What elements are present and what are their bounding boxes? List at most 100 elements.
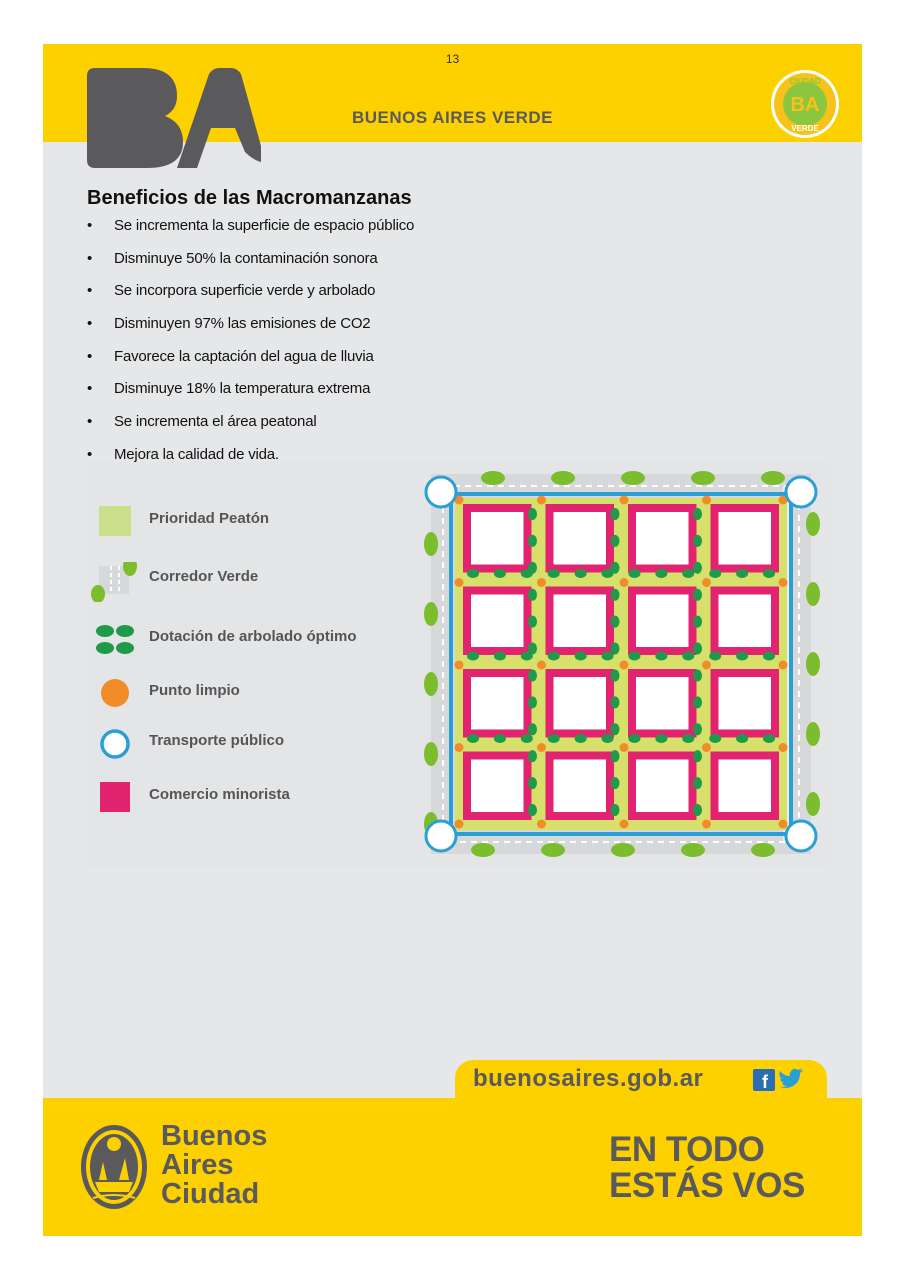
block-interior xyxy=(471,594,524,647)
retail-icon xyxy=(100,782,130,812)
tree xyxy=(693,777,702,790)
tree xyxy=(610,777,620,790)
block-interior xyxy=(471,677,524,730)
tree xyxy=(528,669,537,682)
block-interior xyxy=(636,677,689,730)
clean-point xyxy=(454,819,464,829)
green-corridor-tree xyxy=(424,532,438,556)
block-interior xyxy=(636,759,689,812)
list-item: Disminuye 18% la temperatura extrema xyxy=(87,378,414,411)
clean-point xyxy=(537,819,546,829)
tree xyxy=(709,651,722,661)
clean-point xyxy=(537,495,546,505)
legend-label: Prioridad Peatón xyxy=(149,510,270,527)
tree xyxy=(610,615,620,628)
clean-point xyxy=(702,743,711,752)
tree xyxy=(547,651,560,661)
block-interior xyxy=(553,594,606,647)
tree xyxy=(655,734,668,743)
green-corridor-tree xyxy=(806,512,820,536)
tree xyxy=(520,734,533,743)
legend-item-pedestrian: Prioridad Peatón xyxy=(91,504,411,544)
tree xyxy=(528,534,537,547)
list-item: Se incorpora superficie verde y arbolado xyxy=(87,280,414,313)
tree xyxy=(574,651,587,661)
list-item: Disminuyen 97% las emisiones de CO2 xyxy=(87,313,414,346)
legend-item-transport: Transporte público xyxy=(91,726,411,766)
tree xyxy=(655,569,668,578)
city-name: Buenos Aires Ciudad xyxy=(161,1122,267,1209)
tree xyxy=(693,750,702,763)
block-interior xyxy=(553,512,606,565)
block-interior xyxy=(553,759,606,812)
tree xyxy=(528,777,537,790)
tree xyxy=(628,651,641,661)
tree xyxy=(528,804,537,816)
website-tab: buenosaires.gob.ar f xyxy=(455,1060,827,1100)
social-links: f xyxy=(753,1068,805,1097)
tree xyxy=(547,569,560,578)
ba-logo xyxy=(87,68,261,168)
tree xyxy=(547,734,560,743)
tree xyxy=(601,651,614,661)
green-corridor-tree xyxy=(691,471,715,485)
tree xyxy=(610,723,620,736)
tree xyxy=(528,588,537,601)
slogan: EN TODO ESTÁS VOS xyxy=(609,1132,805,1204)
tree xyxy=(610,534,620,547)
clean-point xyxy=(702,660,711,670)
legend-label: Corredor Verde xyxy=(149,568,259,585)
list-item: Favorece la captación del agua de lluvia xyxy=(87,346,414,379)
tree xyxy=(601,734,614,743)
green-corridor-tree xyxy=(806,792,820,816)
block-interior xyxy=(718,594,771,647)
block-interior xyxy=(471,512,524,565)
tree xyxy=(493,651,506,661)
benefits-list: Se incrementa la superficie de espacio p… xyxy=(87,215,414,477)
tree xyxy=(528,642,537,655)
ciudad-verde-badge: CIUDAD BA VERDE xyxy=(771,70,839,138)
road-marking xyxy=(442,485,800,843)
tree xyxy=(693,804,702,816)
city-name-line: Aires xyxy=(161,1149,234,1181)
tree xyxy=(467,734,479,743)
clean-point xyxy=(619,495,629,505)
tree xyxy=(528,615,537,628)
tree xyxy=(693,669,702,682)
legend-label: Transporte público xyxy=(149,732,285,749)
tree xyxy=(610,588,620,601)
block-interior xyxy=(718,759,771,812)
clean-point xyxy=(778,495,788,505)
tree xyxy=(467,651,479,661)
city-name-line: Ciudad xyxy=(161,1178,260,1210)
slogan-line: ESTÁS VOS xyxy=(609,1166,805,1205)
public-transport-icon xyxy=(100,729,130,759)
clean-point xyxy=(778,819,788,829)
clean-point xyxy=(454,495,464,505)
tree xyxy=(528,723,537,736)
block-interior xyxy=(636,512,689,565)
green-corridor-tree xyxy=(751,843,775,857)
tree xyxy=(693,723,702,736)
block-interior xyxy=(553,677,606,730)
page: 13 BUENOS AIRES VERDE CIUDAD BA VERDE Be… xyxy=(43,44,862,1236)
tree xyxy=(628,569,641,578)
tree xyxy=(693,588,702,601)
legend-item-green-corridor: Corredor Verde xyxy=(91,562,411,602)
clean-point xyxy=(702,495,711,505)
facebook-icon[interactable]: f xyxy=(753,1069,775,1092)
clean-point xyxy=(537,578,546,587)
tree xyxy=(610,508,620,520)
tree xyxy=(528,508,537,520)
green-corridor-tree xyxy=(761,471,785,485)
twitter-icon[interactable] xyxy=(779,1068,804,1088)
badge-top-text: CIUDAD xyxy=(789,77,820,86)
tree xyxy=(682,651,695,661)
tree xyxy=(736,651,749,661)
tree xyxy=(693,508,702,520)
tree xyxy=(520,569,533,578)
clean-point-icon xyxy=(101,679,129,707)
green-corridor-tree xyxy=(551,471,575,485)
website-url[interactable]: buenosaires.gob.ar xyxy=(473,1065,704,1092)
tree xyxy=(628,734,641,743)
